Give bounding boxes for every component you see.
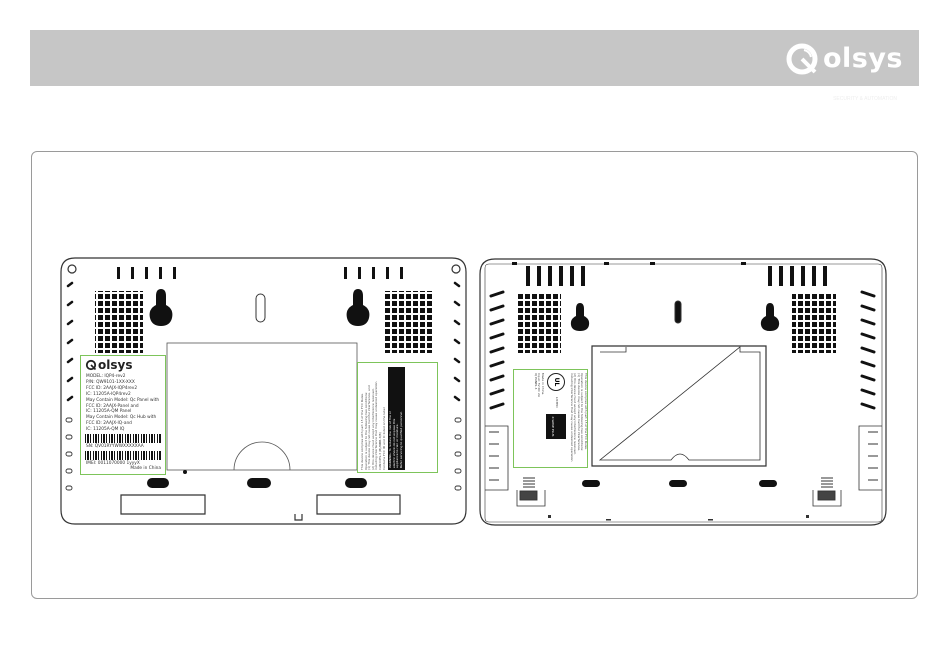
tamper-springs <box>519 477 836 501</box>
right-top-vents <box>512 262 827 286</box>
bottom-edge-marks <box>548 515 809 521</box>
label-line: IC: 11205A-IQP4rev2 <box>86 391 131 397</box>
qolsys-logo: olsys <box>785 36 903 80</box>
label-line: P/N: QW9101-1XX-XXX <box>86 379 135 385</box>
brand-tagline: SECURITY & AUTOMATION <box>833 96 897 102</box>
left-battery-recess <box>166 342 358 471</box>
label-line: FCC ID: 2AAJX-IQ-and <box>86 421 132 427</box>
left-side-vents <box>66 281 461 402</box>
left-device-back <box>60 257 467 525</box>
brand-word: olsys <box>822 42 903 74</box>
serial-number: SN: QV01RYYWWXXXXXAA <box>86 444 144 450</box>
right-device-regulatory-label: This device complies with part 15 of the… <box>513 369 588 468</box>
left-bottom-slots <box>147 470 367 488</box>
serial-barcode <box>85 434 161 444</box>
right-side-vents-lower <box>489 431 878 481</box>
label-line: MODEL: IQP4-rev2 <box>86 374 126 379</box>
label-logo: olsys <box>85 358 165 372</box>
imei-number: IMEI: 0011070000 1yyyX <box>86 460 140 466</box>
label-line: FCC ID: 2AAJX-Panel and <box>86 403 139 409</box>
label-line: FCC ID: 2AAJX-IQP4rev2 <box>86 385 138 391</box>
right-grille-right <box>792 293 836 353</box>
label-line: IC: 11205A-QM Panel <box>86 409 132 415</box>
regulatory-line: including interference that may cause un… <box>569 373 574 463</box>
mount-keyholes <box>149 289 780 331</box>
warning-line: Refer servicing to qualified personnel. <box>398 410 403 468</box>
left-device-model-label: olsys MODEL: IQP4-rev2 P/N: QW9101-1XX-X… <box>80 355 166 475</box>
label-line: May Contain Model: Qc Hub with <box>86 415 157 421</box>
qolsys-small-icon <box>85 359 97 371</box>
left-device-regulatory-label: This device complies with part 15 of the… <box>357 362 438 473</box>
right-grille-left <box>517 293 561 353</box>
qolsys-logo-icon <box>786 43 818 75</box>
imei-barcode <box>85 450 161 460</box>
label-line: May Contain Model: Qc Panel with <box>86 397 160 403</box>
device-figure-panel <box>31 151 918 599</box>
regulatory-line: Contains FCC ID and IC listed on the lab… <box>381 407 386 470</box>
left-grille-right <box>384 291 433 353</box>
right-side-vents <box>489 290 876 410</box>
left-grille-left <box>95 291 143 353</box>
ul-mark-icon: UL <box>547 373 566 391</box>
side-line: IQ PANEL 4 <box>533 373 538 390</box>
made-in: Made in China <box>130 466 161 472</box>
label-line: IC: 11205A-QM IQ <box>86 427 125 433</box>
header-bar: olsys SECURITY & AUTOMATION <box>30 30 919 102</box>
right-device-back <box>479 258 887 526</box>
ul-listed: LISTED <box>554 397 559 408</box>
right-bottom-slots <box>582 480 777 487</box>
warning-block: WARNING: To reduce the risk of fire or e… <box>388 367 405 470</box>
left-side-vents-lower <box>65 417 462 491</box>
left-top-vents <box>117 267 403 279</box>
zwave-plus-badge: Z-WAVE PLUS <box>546 413 567 440</box>
label-logo-word: olsys <box>98 358 133 372</box>
